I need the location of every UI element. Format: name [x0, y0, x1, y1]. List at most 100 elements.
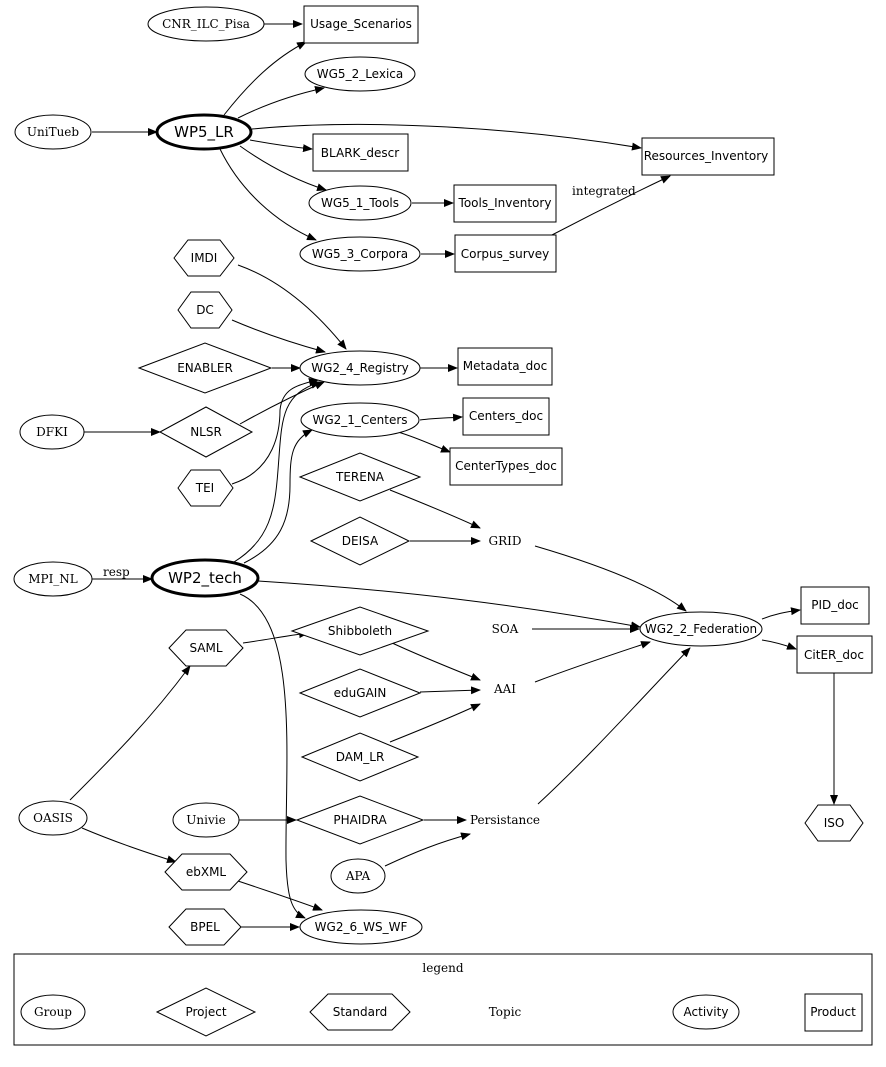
node-saml[interactable]: SAML [168, 629, 244, 667]
node-metadata-doc[interactable]: Metadata_doc [457, 347, 553, 386]
node-aai[interactable]: AAI [493, 682, 516, 696]
edge-labels: integrated resp [103, 184, 636, 579]
node-label: WG5_1_Tools [321, 196, 399, 210]
node-label: TEI [195, 481, 214, 495]
edge-wp5-resources [251, 123, 642, 151]
node-wg5-1-tools[interactable]: WG5_1_Tools [308, 185, 412, 221]
node-wg2-6-ws-wf[interactable]: WG2_6_WS_WF [299, 909, 423, 945]
node-phaidra[interactable]: PHAIDRA [295, 795, 425, 845]
node-centertypes-doc[interactable]: CenterTypes_doc [449, 447, 563, 486]
node-apa[interactable]: APA [330, 858, 386, 894]
node-tei[interactable]: TEI [177, 469, 234, 507]
legend-activity: Activity [672, 994, 740, 1030]
legend-group-label: Group [34, 1005, 72, 1019]
node-oasis[interactable]: OASIS [18, 800, 88, 836]
node-tools-inventory[interactable]: Tools_Inventory [453, 184, 557, 223]
legend-project: Project [155, 987, 257, 1037]
node-label: DFKI [36, 425, 68, 439]
legend-topic-label: Topic [489, 1005, 522, 1019]
node-deisa[interactable]: DEISA [309, 516, 411, 566]
node-corpus-survey[interactable]: Corpus_survey [454, 234, 557, 273]
node-blark-descr[interactable]: BLARK_descr [312, 133, 409, 172]
node-wp2-tech[interactable]: WP2_tech [150, 558, 260, 598]
node-label: DEISA [342, 534, 379, 548]
node-bpel[interactable]: BPEL [168, 908, 242, 946]
node-soa[interactable]: SOA [492, 622, 519, 636]
edge-damlr-aai [389, 703, 481, 743]
node-wg5-2-lexica[interactable]: WG5_2_Lexica [304, 56, 416, 92]
edge-federation-citer [761, 639, 797, 650]
edge-apa-persistance [384, 832, 471, 867]
node-mpi-nl[interactable]: MPI_NL [13, 561, 93, 597]
node-wg5-3-corpora[interactable]: WG5_3_Corpora [299, 236, 421, 272]
node-shibboleth[interactable]: Shibboleth [290, 606, 430, 656]
node-label: Corpus_survey [461, 247, 550, 261]
edge-wp5-tools [239, 145, 327, 192]
node-label: CitER_doc [804, 648, 864, 662]
legend-standard: Standard [309, 993, 411, 1031]
node-label: Metadata_doc [463, 359, 547, 373]
node-dfki[interactable]: DFKI [19, 414, 85, 450]
node-label: PHAIDRA [333, 813, 387, 827]
edge-centers-centertypes [397, 431, 451, 453]
node-label: BPEL [190, 920, 220, 934]
node-nlsr[interactable]: NLSR [158, 406, 254, 458]
node-enabler[interactable]: ENABLER [137, 342, 273, 394]
edge-persistance-federation [537, 647, 691, 805]
edge-grid-federation [534, 545, 687, 612]
node-ebxml[interactable]: ebXML [164, 853, 248, 891]
node-cnr-ilc-pisa[interactable]: CNR_ILC_Pisa [147, 6, 265, 42]
node-dc[interactable]: DC [177, 291, 233, 329]
node-resources-inventory[interactable]: Resources_Inventory [641, 137, 775, 176]
node-unitueb[interactable]: UniTueb [14, 114, 92, 150]
node-citer-doc[interactable]: CitER_doc [796, 635, 873, 674]
node-label: Usage_Scenarios [310, 17, 412, 31]
node-label: TERENA [335, 470, 385, 484]
edge-wp2-registry [233, 380, 321, 563]
node-wg2-4-registry[interactable]: WG2_4_Registry [299, 350, 421, 386]
node-pid-doc[interactable]: PID_doc [800, 586, 870, 625]
node-label: WG5_2_Lexica [317, 67, 403, 81]
node-label: Resources_Inventory [644, 149, 769, 163]
node-edugain[interactable]: eduGAIN [298, 668, 422, 718]
node-usage-scenarios[interactable]: Usage_Scenarios [303, 5, 419, 44]
node-wp5-lr[interactable]: WP5_LR [155, 113, 253, 151]
node-wg2-1-centers[interactable]: WG2_1_Centers [300, 402, 420, 438]
nodes: CNR_ILC_Pisa UniTueb DFKI MPI_NL OASIS U… [13, 5, 873, 946]
node-label: CNR_ILC_Pisa [162, 17, 250, 31]
legend-product: Product [804, 993, 863, 1032]
node-label: UniTueb [27, 125, 80, 139]
legend-standard-label: Standard [333, 1005, 388, 1019]
edge-terena-grid [389, 489, 481, 529]
node-persistance[interactable]: Persistance [470, 813, 540, 827]
legend-group: Group [20, 994, 86, 1030]
node-label: eduGAIN [334, 686, 387, 700]
node-label: ENABLER [177, 361, 233, 375]
edge-wp5-usage [223, 41, 307, 116]
node-label: DC [196, 303, 214, 317]
node-label: BLARK_descr [321, 146, 399, 160]
node-label: WG2_1_Centers [312, 413, 407, 427]
edge-wp2-wswf [239, 593, 306, 919]
node-grid[interactable]: GRID [489, 534, 522, 548]
node-label: WG2_6_WS_WF [315, 920, 408, 934]
node-label: OASIS [33, 811, 73, 825]
node-label: CenterTypes_doc [455, 459, 557, 473]
node-label: NLSR [190, 425, 222, 439]
node-centers-doc[interactable]: Centers_doc [462, 397, 550, 436]
edge-wp5-lexica [237, 86, 325, 119]
edge-imdi-registry [237, 264, 347, 350]
node-dam-lr[interactable]: DAM_LR [300, 732, 420, 782]
node-label: ebXML [186, 865, 227, 879]
edge-centers-centersdoc [419, 413, 463, 422]
node-imdi[interactable]: IMDI [173, 239, 235, 277]
edges [69, 20, 838, 931]
node-terena[interactable]: TERENA [298, 452, 422, 502]
edge-federation-pid [761, 607, 801, 620]
legend-activity-label: Activity [684, 1005, 729, 1019]
node-univie[interactable]: Univie [172, 802, 240, 838]
node-iso[interactable]: ISO [804, 804, 864, 842]
node-wg2-2-federation[interactable]: WG2_2_Federation [639, 611, 763, 647]
edge-label-integrated: integrated [572, 184, 636, 198]
